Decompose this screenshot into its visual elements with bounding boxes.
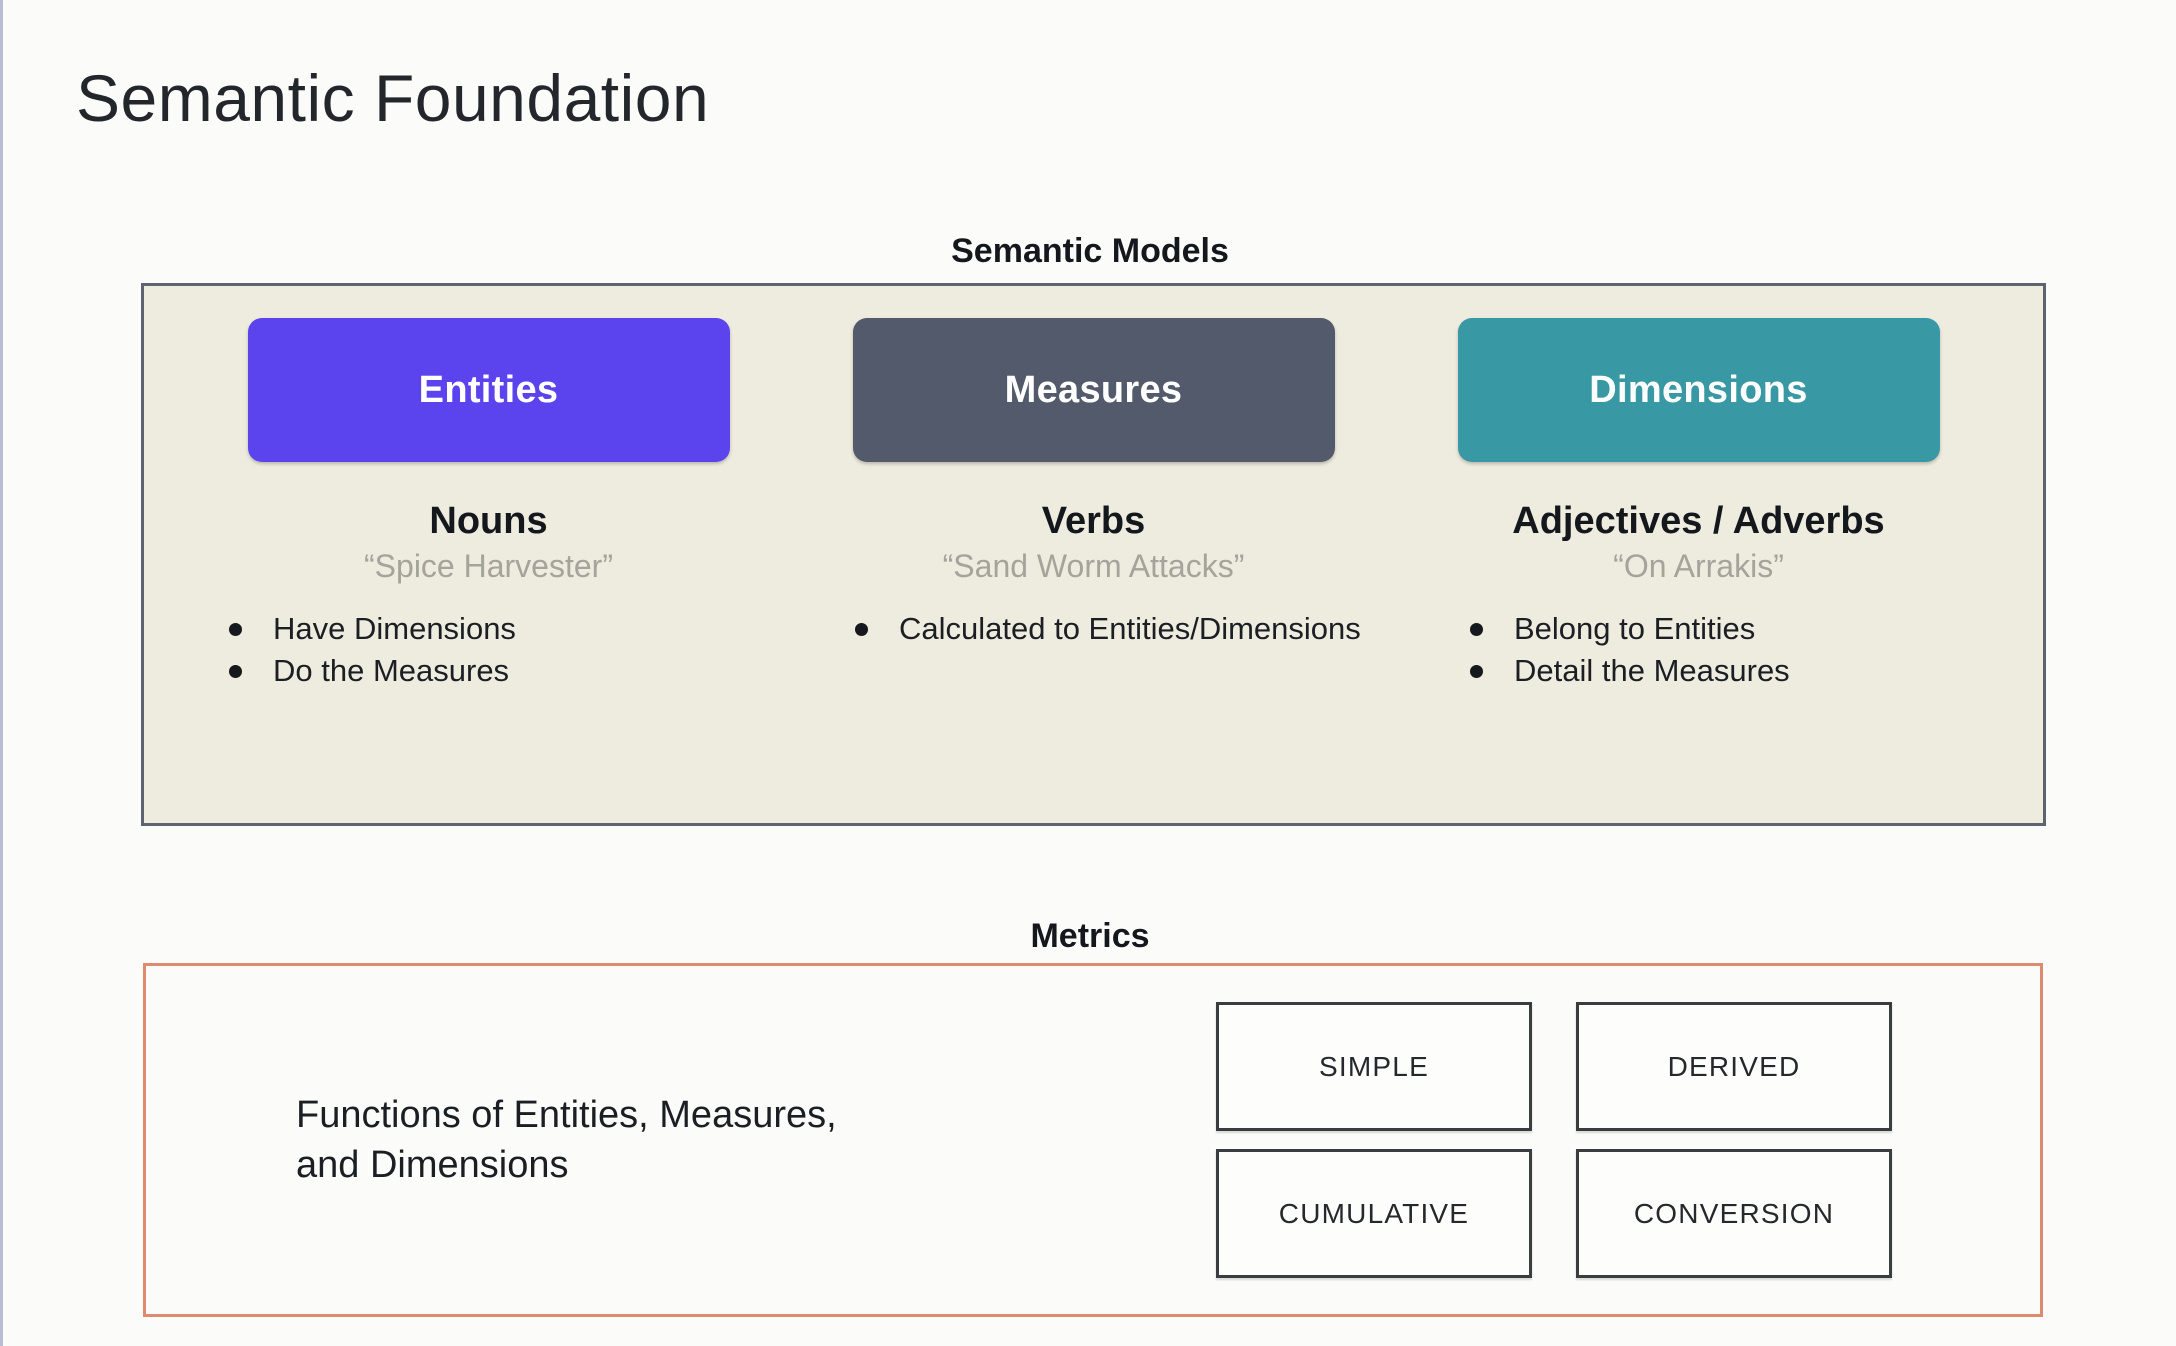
metrics-panel: Functions of Entities, Measures, and Dim… xyxy=(143,963,2043,1317)
metrics-heading: Metrics xyxy=(1030,917,1150,955)
left-edge-rule xyxy=(0,0,3,1346)
semantic-model-column-measures: Measures Verbs “Sand Worm Attacks” Calcu… xyxy=(791,318,1396,823)
measures-part-of-speech: Verbs xyxy=(1041,500,1146,542)
metrics-description: Functions of Entities, Measures, and Dim… xyxy=(296,1093,837,1186)
list-item: Calculated to Entities/Dimensions xyxy=(821,609,1426,649)
entities-example: “Spice Harvester” xyxy=(364,547,613,584)
dimensions-bullet-list: Belong to Entities Detail the Measures xyxy=(1356,609,2041,692)
list-item: Detail the Measures xyxy=(1436,651,2041,691)
measures-example: “Sand Worm Attacks” xyxy=(942,547,1245,584)
semantic-model-column-dimensions: Dimensions Adjectives / Adverbs “On Arra… xyxy=(1396,318,2001,823)
metric-type-conversion[interactable]: CONVERSION xyxy=(1576,1149,1892,1278)
dimensions-chip[interactable]: Dimensions xyxy=(1457,318,1940,462)
measures-chip[interactable]: Measures xyxy=(852,318,1335,462)
list-item: Have Dimensions xyxy=(195,609,800,649)
page-title: Semantic Foundation xyxy=(76,61,710,135)
list-item: Belong to Entities xyxy=(1436,609,2041,649)
metric-type-cumulative[interactable]: CUMULATIVE xyxy=(1216,1149,1532,1278)
dimensions-part-of-speech: Adjectives / Adverbs xyxy=(1512,500,1885,542)
entities-bullet-list: Have Dimensions Do the Measures xyxy=(177,609,800,692)
metric-type-derived[interactable]: DERIVED xyxy=(1576,1002,1892,1131)
dimensions-example: “On Arrakis” xyxy=(1613,547,1784,584)
metric-type-simple[interactable]: SIMPLE xyxy=(1216,1002,1532,1131)
measures-bullet-list: Calculated to Entities/Dimensions xyxy=(761,609,1426,651)
entities-chip[interactable]: Entities xyxy=(247,318,730,462)
semantic-models-panel: Entities Nouns “Spice Harvester” Have Di… xyxy=(141,283,2046,826)
list-item: Do the Measures xyxy=(195,651,800,691)
entities-part-of-speech: Nouns xyxy=(429,500,548,542)
metric-type-grid: SIMPLE DERIVED CUMULATIVE CONVERSION xyxy=(1216,1002,1892,1278)
semantic-models-heading: Semantic Models xyxy=(951,232,1229,270)
semantic-model-column-entities: Entities Nouns “Spice Harvester” Have Di… xyxy=(186,318,791,823)
